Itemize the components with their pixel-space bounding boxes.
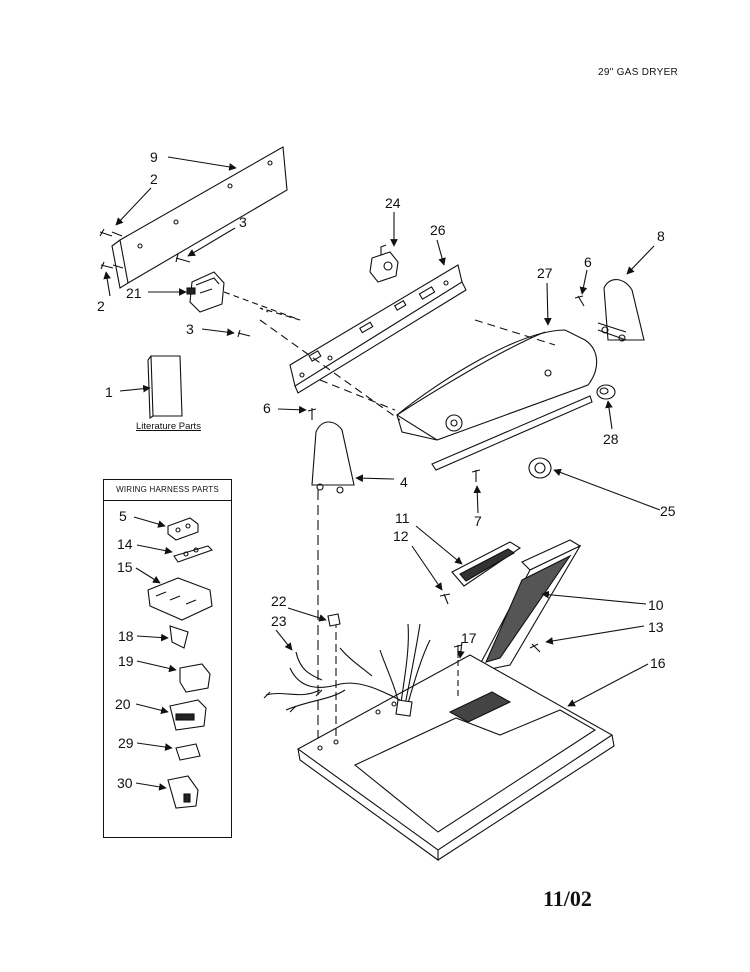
part-23-wiring-harness <box>263 623 431 717</box>
part-2-screw-top <box>99 228 123 237</box>
part-6-screw-right <box>574 295 585 307</box>
callout-12: 12 <box>393 528 409 544</box>
callout-7: 7 <box>474 513 482 529</box>
callout-6-left: 6 <box>263 400 271 416</box>
callout-21: 21 <box>126 285 142 301</box>
callout-29: 29 <box>118 735 134 751</box>
part-28-knob <box>596 384 616 400</box>
part-14-terminal <box>173 545 214 563</box>
callout-2-bottom: 2 <box>97 298 105 314</box>
part-1-literature <box>147 355 183 420</box>
part-19-connector <box>179 663 211 693</box>
part-16-top-panel <box>296 654 615 862</box>
callout-26: 26 <box>430 222 446 238</box>
callout-14: 14 <box>117 536 133 552</box>
part-11-lint-cover <box>451 541 522 587</box>
callout-6-right: 6 <box>584 254 592 270</box>
callout-19: 19 <box>118 653 134 669</box>
callout-4: 4 <box>400 474 408 490</box>
leader-lines <box>103 156 661 791</box>
callout-28: 28 <box>603 431 619 447</box>
callout-30: 30 <box>117 775 133 791</box>
callout-3-upper: 3 <box>239 214 247 230</box>
callout-2-top: 2 <box>150 171 158 187</box>
part-4-end-cap-left <box>311 421 355 494</box>
part-22-connector <box>327 613 341 627</box>
callout-18: 18 <box>118 628 134 644</box>
callout-3-lower: 3 <box>186 321 194 337</box>
page-title: 29" GAS DRYER <box>598 67 679 78</box>
callout-10: 10 <box>648 597 664 613</box>
wiring-harness-parts-title: WIRING HARNESS PARTS <box>104 480 231 501</box>
part-13-screw <box>529 643 541 653</box>
part-25-knob <box>528 457 552 479</box>
callout-23: 23 <box>271 613 287 629</box>
part-3-screw-lower <box>237 329 251 338</box>
callout-17: 17 <box>461 630 477 646</box>
callout-24: 24 <box>385 195 401 211</box>
part-18-clip <box>169 625 189 649</box>
callout-13: 13 <box>648 619 664 635</box>
part-27-console <box>396 329 598 471</box>
literature-parts-label: Literature Parts <box>136 421 201 432</box>
part-29-connector <box>175 743 201 761</box>
wiring-harness-parts-box: WIRING HARNESS PARTS <box>103 479 232 838</box>
part-26-control-panel-frame <box>289 264 467 394</box>
callout-15: 15 <box>117 559 133 575</box>
callout-1: 1 <box>105 384 113 400</box>
part-15-connector-block <box>147 577 213 621</box>
revision-date: 11/02 <box>543 886 592 911</box>
part-8-end-cap-right <box>597 279 645 342</box>
part-24-switch <box>369 244 399 283</box>
part-6-screw-left <box>307 408 317 420</box>
part-12-screw <box>439 593 451 605</box>
callout-9: 9 <box>150 149 158 165</box>
part-20-connector <box>169 699 207 731</box>
part-3-screw-upper <box>175 253 191 263</box>
callout-8: 8 <box>657 228 665 244</box>
part-21-timer <box>186 271 225 313</box>
callout-11: 11 <box>395 510 410 526</box>
part-9-mounting-bracket <box>111 146 288 289</box>
part-7-screw <box>471 469 481 482</box>
callout-25: 25 <box>660 503 676 519</box>
part-2-screw-bottom <box>100 261 124 270</box>
part-30-connector <box>167 775 199 809</box>
part-5-connector <box>167 517 199 541</box>
callout-20: 20 <box>115 696 131 712</box>
callout-16: 16 <box>650 655 666 671</box>
callout-27: 27 <box>537 265 553 281</box>
callout-22: 22 <box>271 593 287 609</box>
part-10-lint-screen <box>474 539 582 673</box>
callout-5: 5 <box>119 508 127 524</box>
